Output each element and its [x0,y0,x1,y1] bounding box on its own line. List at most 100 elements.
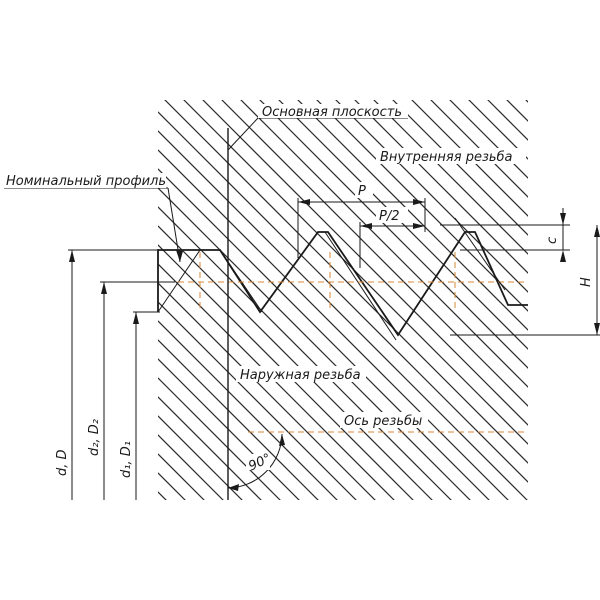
hatch-line [158,232,286,500]
hatch-line [158,232,528,500]
hatch-line [0,0,38,600]
hatch-line [0,0,114,600]
hatch-line [292,232,528,500]
hatch-line [463,232,528,500]
hatch-line [425,100,528,335]
hatch-line [159,100,528,335]
hatch-line [178,232,528,500]
hatch-line [559,0,600,600]
diameter-dimension-arrows [69,250,139,324]
hatch-line [158,100,528,335]
hatch-line [158,100,324,335]
hatch-line [0,0,95,600]
hatch-line [158,100,528,335]
hatch-line [444,232,528,500]
hatch-line [158,100,343,335]
hatch-line [158,100,400,335]
hatch-line [0,0,133,600]
hatch-line [520,232,528,500]
pitch-diameter-label: d₂, D₂ [87,419,102,456]
hatch-line [0,0,57,600]
hatch-line [540,0,600,600]
hatch-line [158,232,528,500]
hatch-line [158,232,172,500]
hatch-line [158,100,514,335]
hatch-line [0,0,19,600]
hatch-line [158,232,305,500]
nominal-profile-label: Номинальный профиль [6,174,166,189]
hatch-line [444,100,528,335]
hatch-line [463,100,528,335]
right-angle-arrow-2 [279,434,285,446]
hatch-line [158,100,528,335]
hatch-line [158,232,400,500]
hatch-line [0,0,19,600]
hatch-line [158,232,248,500]
major-diameter-label: d, D [55,449,70,476]
hatch-line [158,100,267,335]
hatch-line [158,232,324,500]
h-dimension-label: H [579,277,594,287]
hatch-line [158,100,528,335]
hatch-line [158,232,528,500]
hatch-line [216,100,528,335]
hatch-line [0,0,133,600]
pitch-label: P [358,184,366,199]
hatch-line [158,232,528,500]
hatch-line [273,100,528,335]
hatch-line [158,100,438,335]
hatch-line [178,100,528,335]
hatch-line [158,232,528,500]
hatch-line [158,232,381,500]
c-dimension-label: c [545,237,560,244]
internal-thread-label: Внутренняя резьба [380,150,513,165]
hatch-line [158,100,248,335]
hatch-line [158,100,362,335]
hatch-line [0,0,152,600]
hatch-line [235,232,528,500]
hatch-line [0,0,76,600]
hatch-line [159,232,528,500]
hatch-line [158,100,172,335]
nominal-profile-arrow [176,250,183,262]
pitch-center-lines [158,252,528,433]
basic-plane-label: Основная плоскость [262,105,402,120]
hatch-line [349,232,528,500]
hatch-line [0,0,95,600]
hatch-line [158,232,191,500]
hatch-line [330,232,528,500]
hatch-line [158,100,419,335]
right-angle-arrow-1 [228,484,239,491]
right-dimension-arrows [560,213,600,335]
pitch-arrows [298,199,425,229]
hatch-line [0,0,114,600]
hatch-line [158,100,528,335]
hatch-line [482,232,528,500]
diameter-dimension-lines [68,249,215,500]
hatch-line [158,100,528,335]
hatch-line [540,0,600,600]
hatch-line [158,100,305,335]
hatch-line [0,0,57,600]
hatch-line [311,100,528,335]
hatch-line [311,232,528,500]
hatch-line [0,0,38,600]
hatch-line [158,100,528,335]
hatch-line [158,232,528,500]
basic-plane-leader [227,117,259,151]
hatch-line [197,100,528,335]
hatch-line [158,232,438,500]
half-pitch-label: P/2 [379,209,400,224]
hatch-line [158,232,528,500]
hatch-line [406,100,528,335]
hatch-line [197,232,528,500]
hatch-line [216,232,528,500]
hatch-line [235,100,528,335]
hatch-line [158,232,476,500]
hatch-line [406,232,528,500]
hatch-line [425,232,528,500]
